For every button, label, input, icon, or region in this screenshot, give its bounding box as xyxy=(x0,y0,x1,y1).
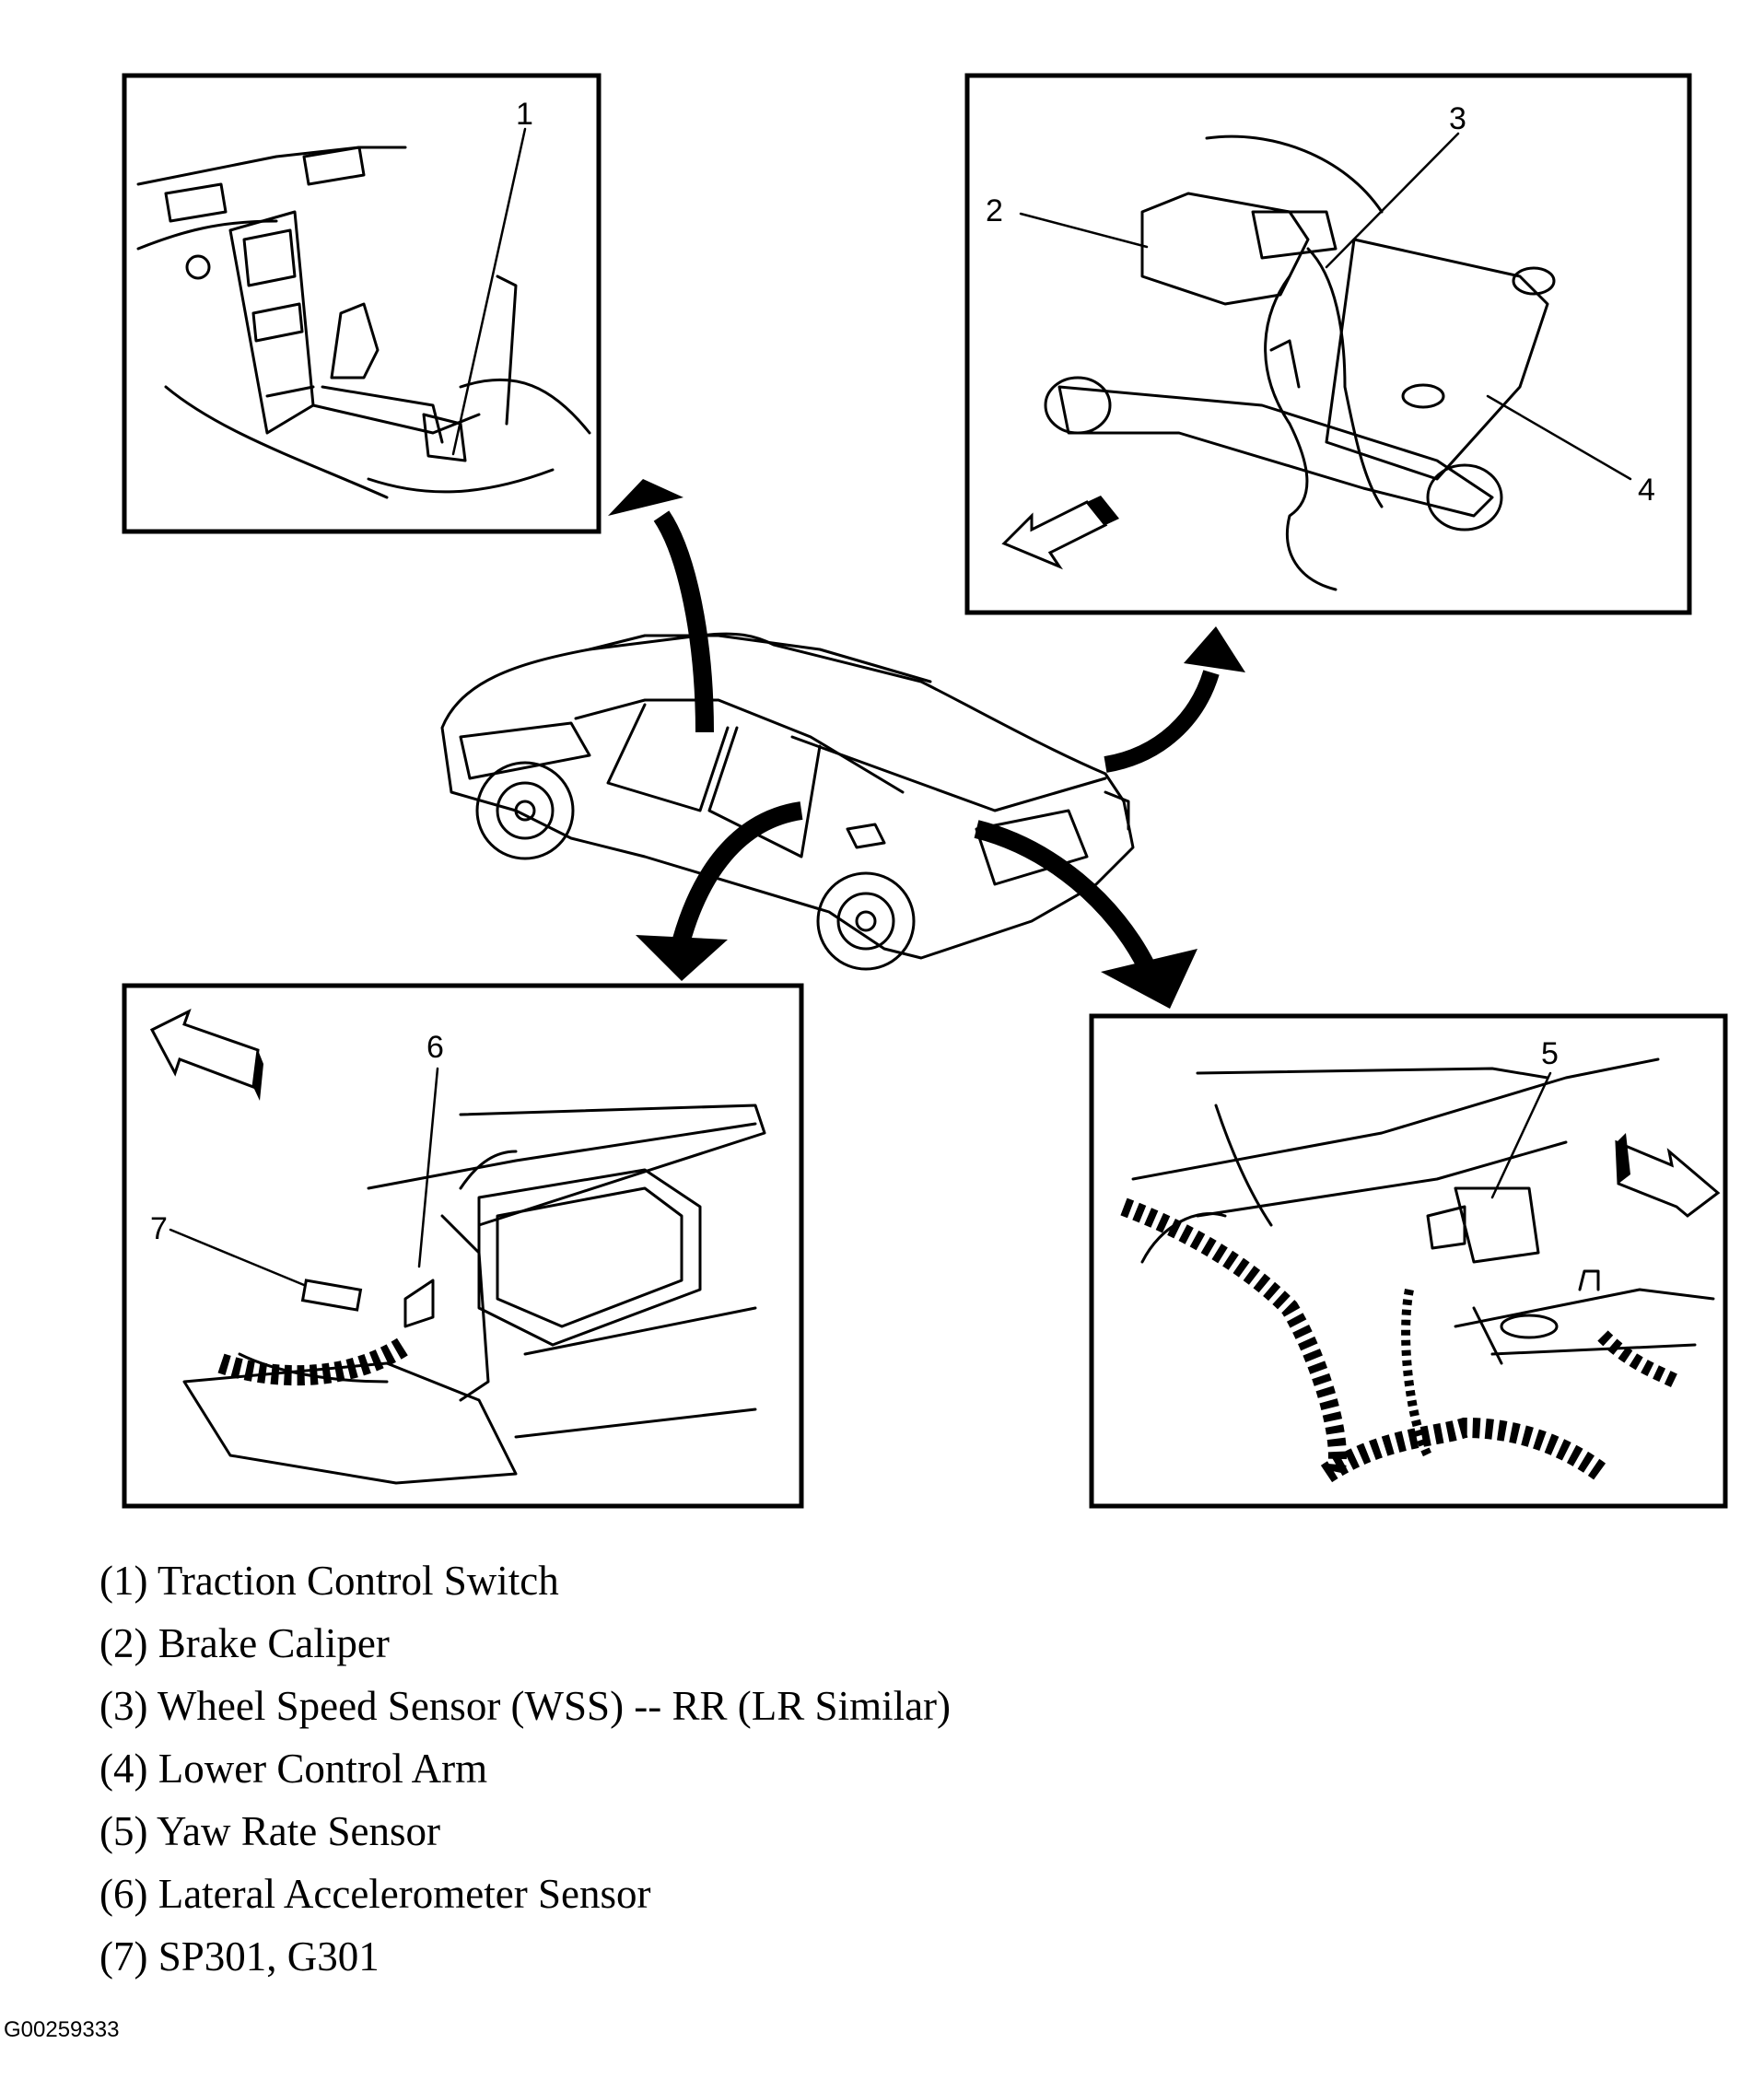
inset-rear-suspension: 2 3 4 xyxy=(964,73,1692,615)
legend-item: (1) Traction Control Switch xyxy=(99,1558,559,1604)
callout-3: 3 xyxy=(1449,101,1466,136)
arrow-to-top-left xyxy=(608,479,714,733)
figure-id: G00259333 xyxy=(4,2017,120,2042)
callout-6: 6 xyxy=(426,1030,444,1065)
callout-1: 1 xyxy=(516,97,533,132)
callout-2: 2 xyxy=(986,193,1003,228)
direction-arrow-icon xyxy=(1001,496,1119,570)
inset-floor-console: 6 7 xyxy=(122,983,804,1509)
direction-arrow-icon xyxy=(149,1008,263,1101)
arrow-to-bottom-right xyxy=(974,820,1197,1009)
legend-item: (2) Brake Caliper xyxy=(99,1620,390,1666)
inset-rear-compartment: 5 xyxy=(1089,1013,1728,1509)
vehicle-illustration xyxy=(440,632,1135,971)
inset-interior-console: 1 xyxy=(122,73,602,534)
legend-item: (5) Yaw Rate Sensor xyxy=(99,1808,440,1854)
component-locator-diagram: 1 2 3 4 xyxy=(122,73,1728,1509)
arrow-to-top-right xyxy=(1104,626,1245,773)
callout-4: 4 xyxy=(1638,473,1655,508)
arrow-to-bottom-left xyxy=(636,801,803,981)
legend-item: (7) SP301, G301 xyxy=(99,1933,380,1980)
legend-list: (1) Traction Control Switch (2) Brake Ca… xyxy=(99,1549,951,1988)
legend-item: (6) Lateral Accelerometer Sensor xyxy=(99,1871,651,1917)
legend-item: (3) Wheel Speed Sensor (WSS) -- RR (LR S… xyxy=(99,1683,952,1729)
callout-7: 7 xyxy=(150,1211,168,1246)
direction-arrow-icon xyxy=(1615,1133,1721,1218)
callout-5: 5 xyxy=(1541,1036,1559,1071)
legend-item: (4) Lower Control Arm xyxy=(99,1746,488,1792)
